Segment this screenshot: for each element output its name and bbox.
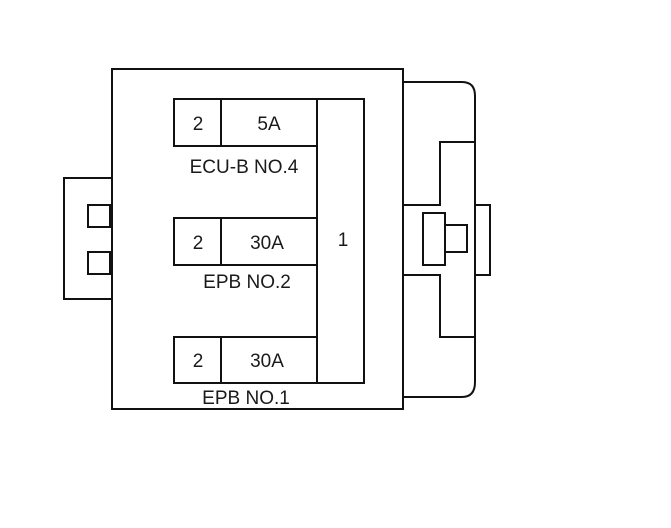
right-lock-tab-inner — [444, 224, 468, 253]
left-latch — [63, 177, 112, 300]
common-pin-label: 1 — [338, 230, 349, 251]
fuse-slot-3: 2 30A EPB NO.1 — [173, 336, 318, 409]
fuse-1-pin: 2 — [193, 114, 204, 135]
fuse-3-rating: 30A — [250, 351, 284, 372]
fuse-block-body — [111, 68, 404, 410]
fuse-2-rating: 30A — [250, 233, 284, 254]
fuse-slot-2: 2 30A EPB NO.2 — [173, 217, 318, 293]
fuse-1-name: ECU-B NO.4 — [190, 157, 299, 178]
fuse-slot-1: 2 5A ECU-B NO.4 — [173, 98, 318, 178]
right-housing — [403, 81, 491, 398]
fuse-2-name: EPB NO.2 — [203, 272, 291, 293]
right-lock-tab — [422, 212, 446, 266]
fuse-3-name: EPB NO.1 — [202, 388, 290, 409]
fuse-1-rating: 5A — [257, 114, 281, 135]
left-latch-slot-lower — [87, 251, 111, 275]
fuse-3-pin: 2 — [193, 351, 204, 372]
common-bus — [316, 98, 365, 384]
left-latch-slot-upper — [87, 204, 111, 228]
fuse-2-pin: 2 — [193, 233, 204, 254]
